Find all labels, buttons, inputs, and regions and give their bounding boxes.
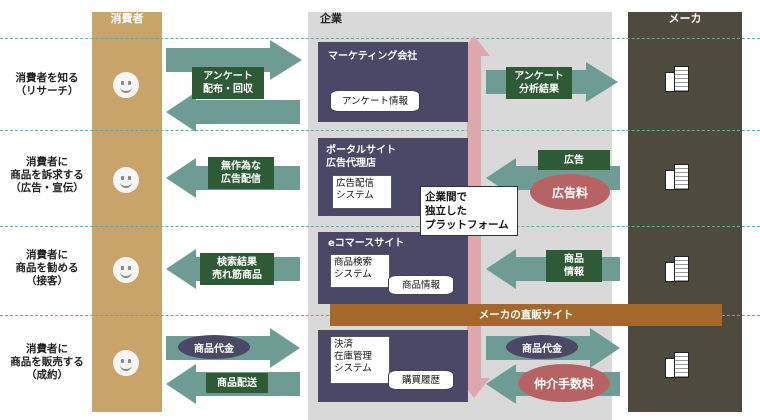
consumer-face-icon xyxy=(113,72,139,98)
maker-header: メーカ xyxy=(668,12,702,25)
consumer-face-icon xyxy=(113,167,139,193)
consumer-face-icon xyxy=(113,257,139,283)
label-ad: 広告 xyxy=(538,150,610,170)
consumer-header: 消費者 xyxy=(110,12,144,25)
label-payment-right: 商品代金 xyxy=(506,335,578,359)
row-label-sell: 消費者に 商品を販売する （成約） xyxy=(10,343,84,381)
label-search-results: 検索結果 売れ筋商品 xyxy=(200,253,274,285)
consumer-face-icon xyxy=(113,350,139,376)
label-random-ad: 無作為な 広告配信 xyxy=(208,157,274,189)
row-label-recommend: 消費者に 商品を勧める （接客） xyxy=(15,249,79,287)
building-icon xyxy=(665,164,689,190)
building-icon xyxy=(665,66,689,92)
building-icon xyxy=(665,256,689,282)
label-survey-result: アンケート 分析結果 xyxy=(506,67,572,99)
label-payment-left: 商品代金 xyxy=(178,335,250,359)
label-product-info: 商品 情報 xyxy=(546,250,602,282)
db-purchase-history: 購買履歴 xyxy=(388,370,454,390)
company-header: 企業 xyxy=(320,12,342,25)
company-title-portal: ポータルサイト 広告代理店 xyxy=(326,145,396,169)
db-survey-info: アンケート情報 xyxy=(330,90,420,112)
label-delivery: 商品配送 xyxy=(206,373,268,393)
direct-sales-bar: メーカの直販サイト xyxy=(330,304,722,326)
arrow-to-consumer-research xyxy=(166,92,300,132)
row-label-advertise: 消費者に 商品を訴求する （広告・宣伝） xyxy=(10,156,84,194)
db-product-info: 商品情報 xyxy=(388,275,454,295)
row-divider xyxy=(0,226,760,227)
company-title-marketing: マーケティング会社 xyxy=(328,51,418,62)
platform-label: 企業間で 独立した プラットフォーム xyxy=(420,186,518,236)
building-icon xyxy=(665,352,689,378)
system-settlement: 決済 在庫管理 システム xyxy=(330,336,390,384)
row-divider xyxy=(0,130,760,131)
label-survey-distribute: アンケート 配布・回収 xyxy=(192,67,264,99)
row-label-research: 消費者を知る （リサーチ） xyxy=(15,72,79,97)
row-divider xyxy=(0,38,760,39)
system-ad-delivery: 広告配信 システム xyxy=(332,175,392,209)
system-product-search: 商品検索 システム xyxy=(330,254,390,288)
company-title-ecommerce: eコマースサイト xyxy=(328,238,405,249)
label-commission: 仲介手数料 xyxy=(518,364,610,402)
label-ad-fee: 広告料 xyxy=(530,174,610,210)
